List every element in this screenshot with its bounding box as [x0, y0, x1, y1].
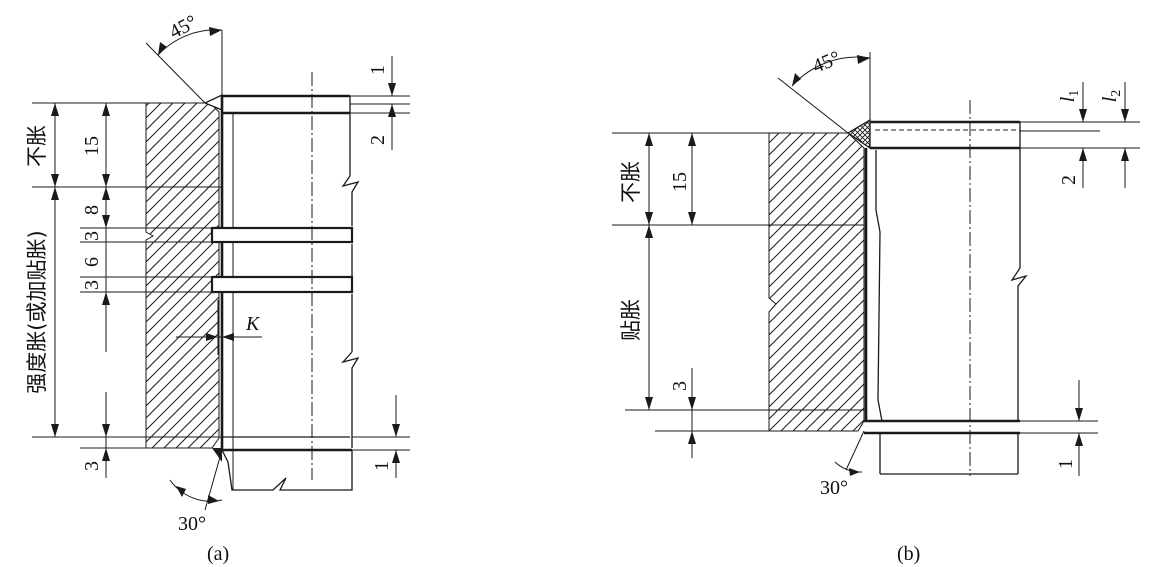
dim-2-a: 2: [367, 135, 389, 145]
dim-1-bottom-a: 1: [371, 461, 393, 471]
break-line-b: [1010, 267, 1028, 421]
zone-stick-b: 贴胀: [619, 299, 643, 341]
dim-3-b: 3: [669, 381, 691, 391]
groove-2-a: [210, 275, 354, 294]
dim-3-upper-a: 3: [81, 231, 103, 241]
dim-3-bottom-a: 3: [81, 461, 103, 471]
break-line-a-top: [341, 175, 360, 226]
angle-45-label-b: 45°: [809, 47, 843, 78]
dim-15-b: 15: [669, 172, 691, 192]
panel-b: 45° 30° (b) 15 3 2 1 l1 l2 不胀 贴胀: [612, 47, 1140, 565]
dim-1-b: 1: [1055, 459, 1077, 469]
zone-strength-a: 强度胀(或加贴胀): [25, 230, 49, 393]
dim-6-a: 6: [81, 257, 103, 267]
angle-30-label-b: 30°: [820, 477, 848, 499]
k-label-a: K: [245, 313, 261, 335]
caption-a: (a): [207, 543, 229, 565]
tube-sheet-b: [768, 132, 865, 432]
break-line-a-mid: [341, 351, 360, 448]
dim-l2-b: l2: [1099, 90, 1124, 103]
angle-30-label-a: 30°: [178, 513, 206, 535]
dim-15-a: 15: [81, 136, 103, 156]
groove-1-a: [210, 226, 354, 244]
dim-3-middle-a: 3: [81, 280, 103, 290]
dim-1-top-a: 1: [367, 65, 389, 75]
angle-45-label-a: 45°: [166, 11, 201, 44]
tube-inner-wall-b: [875, 150, 883, 422]
top-weld-b: [846, 118, 871, 150]
dim-2-b: 2: [1058, 175, 1080, 185]
dim-8-a: 8: [81, 205, 103, 215]
caption-b: (b): [897, 543, 920, 565]
tube-sheet-a: [145, 102, 220, 449]
zone-no-expand-b: 不胀: [619, 161, 643, 203]
dim-l1-b: l1: [1057, 90, 1082, 103]
zone-no-expand-a: 不胀: [25, 125, 49, 167]
panel-a: 45° 30° K (a) 15 8 3 6 3 3 1 2 1 不胀 强度胀(…: [25, 11, 410, 565]
